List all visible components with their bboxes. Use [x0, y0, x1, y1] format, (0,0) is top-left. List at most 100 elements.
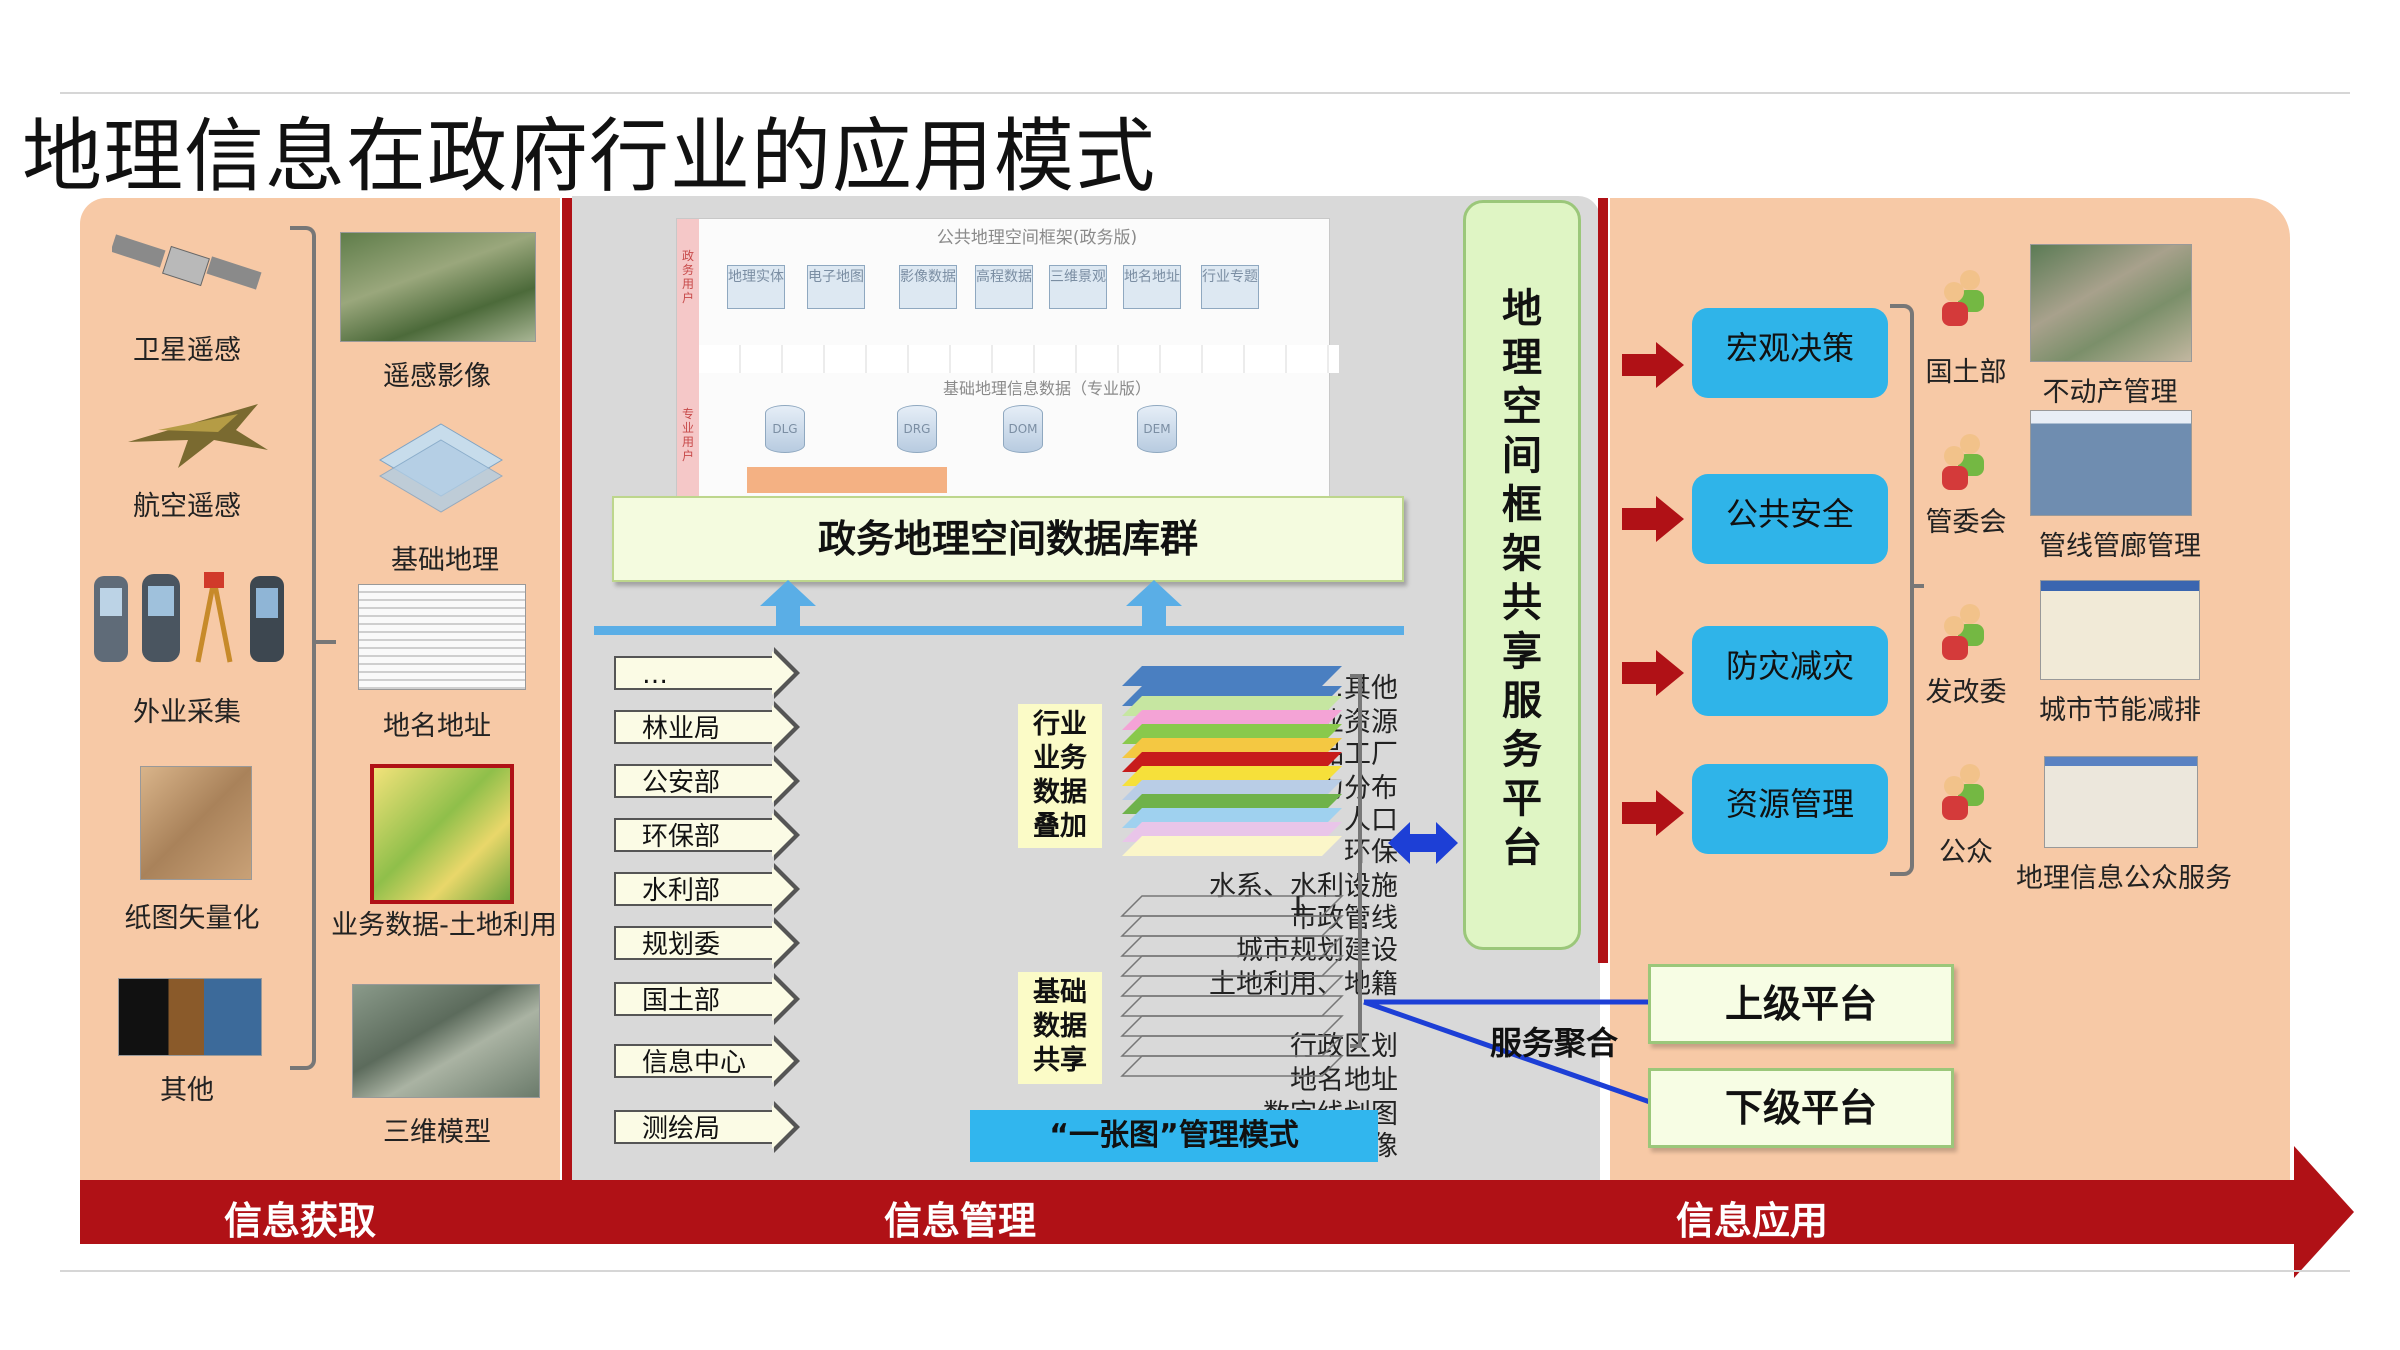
product-label-address: 地名地址: [383, 711, 491, 742]
framework-side-bottom: 专业用户: [681, 407, 694, 463]
source-label-satellite: 卫星遥感: [133, 335, 241, 366]
brace-tick: [312, 640, 336, 644]
brace-services: [1890, 304, 1914, 876]
red-arrow-icon: [1622, 342, 1684, 388]
brace-sources: [290, 226, 316, 1070]
base-geo-layers-icon: [379, 423, 503, 513]
up-arrow-icon: [760, 580, 816, 630]
aggregation-label: 服务聚合: [1490, 1024, 1619, 1062]
product-label-3d: 三维模型: [383, 1117, 491, 1148]
framework-item: 影像数据: [899, 265, 957, 309]
department-item[interactable]: 测绘局: [614, 1110, 774, 1144]
app-label: 管线管廊管理: [2039, 531, 2201, 562]
framework-subtitle: 基础地理信息数据（专业版）: [942, 379, 1151, 398]
user-label: 发改委: [1925, 677, 2007, 708]
layer-label: 市政管线: [1290, 903, 1398, 934]
realty-app-thumb: [2030, 244, 2192, 362]
user-label: 管委会: [1925, 507, 2007, 538]
address-table-thumb: [358, 584, 526, 690]
shared-service-platform: 地理空间框架共享服务平台: [1463, 200, 1581, 950]
service-disaster-reduction[interactable]: 防灾减灾: [1692, 626, 1888, 716]
layer-label: 水系、水利设施: [1209, 871, 1398, 902]
divider-left: [562, 198, 572, 1183]
other-source-icon: [118, 978, 262, 1056]
department-item[interactable]: 国土部: [614, 982, 774, 1016]
red-arrow-icon: [1622, 496, 1684, 542]
department-arrow: [772, 701, 800, 753]
framework-item: 地理实体: [727, 265, 785, 309]
framework-item: 三维景观: [1049, 265, 1107, 309]
one-map-mode: “一张图”管理模式: [970, 1110, 1378, 1162]
industry-overlay-tag: 行业业务数据叠加: [1018, 704, 1102, 848]
bottom-rule: [60, 1270, 2350, 1272]
framework-item: 行业专题: [1201, 265, 1259, 309]
database-title: 政务地理空间数据库群: [612, 496, 1404, 582]
aggregation-lines: [1363, 999, 1651, 1105]
shared-service-platform-text: 地理空间框架共享服务平台: [1502, 286, 1542, 871]
pipeline-app-thumb: [2030, 410, 2192, 516]
collector-line: [594, 626, 1404, 635]
product-label-remote: 遥感影像: [383, 361, 491, 392]
product-label-land: 业务数据-土地利用: [331, 910, 557, 941]
3d-model-thumb: [352, 984, 540, 1098]
public-service-app-thumb: [2044, 756, 2198, 848]
service-resource-management[interactable]: 资源管理: [1692, 764, 1888, 854]
red-arrow-icon: [1622, 790, 1684, 836]
department-arrow: [772, 1035, 800, 1087]
department-item[interactable]: 信息中心: [614, 1044, 774, 1078]
stage-application: 信息应用: [1676, 1199, 1829, 1243]
user-label: 公众: [1939, 837, 1993, 868]
department-item[interactable]: 林业局: [614, 710, 774, 744]
field-devices-icon: [94, 572, 284, 663]
product-label-base: 基础地理: [391, 545, 499, 576]
department-item[interactable]: 水利部: [614, 872, 774, 906]
department-item[interactable]: 公安部: [614, 764, 774, 798]
lower-platform[interactable]: 下级平台: [1648, 1068, 1954, 1148]
app-label: 地理信息公众服务: [2016, 863, 2232, 894]
stage-band: [80, 1180, 2296, 1244]
energy-app-thumb: [2040, 580, 2200, 680]
department-arrow: [772, 647, 800, 699]
source-label-aircraft: 航空遥感: [133, 491, 241, 522]
brace-tick: [1910, 584, 1924, 588]
user-group-icon: [1942, 434, 1984, 490]
framework-diagram: 政务用户 专业用户 公共地理空间框架(政务版) 地理实体 电子地图 影像数据 高…: [676, 218, 1339, 502]
framework-item: 高程数据: [975, 265, 1033, 309]
department-item[interactable]: …: [614, 656, 774, 690]
department-arrow: [772, 917, 800, 969]
framework-item: 电子地图: [807, 265, 865, 309]
service-macro-decision[interactable]: 宏观决策: [1692, 308, 1888, 398]
framework-item: 地名地址: [1123, 265, 1181, 309]
app-label: 城市节能减排: [2039, 695, 2201, 726]
department-arrow: [772, 1101, 800, 1153]
base-share-tag: 基础数据共享: [1018, 972, 1102, 1084]
upper-platform[interactable]: 上级平台: [1648, 964, 1954, 1044]
framework-title: 公共地理空间框架(政务版): [936, 228, 1138, 248]
divider-right: [1598, 198, 1608, 963]
satellite-icon: [112, 234, 262, 290]
top-rule: [60, 92, 2350, 94]
paper-map-icon: [140, 766, 252, 880]
user-group-icon: [1942, 604, 1984, 660]
layer-label: 城市规划建设: [1236, 935, 1398, 966]
department-item[interactable]: 环保部: [614, 818, 774, 852]
layer-stack-graphic: [1120, 666, 1362, 1077]
industry-overlay-tag-text: 行业业务数据叠加: [1033, 709, 1087, 842]
stage-acquisition: 信息获取: [224, 1199, 377, 1243]
double-arrow-icon: [1388, 822, 1458, 864]
framework-orange-bar: [747, 467, 947, 493]
source-label-other: 其他: [160, 1075, 214, 1106]
red-arrow-icon: [1622, 650, 1684, 696]
department-item[interactable]: 规划委: [614, 926, 774, 960]
app-label: 不动产管理: [2042, 377, 2178, 408]
layer-label: 土地利用、地籍: [1209, 969, 1398, 1000]
framework-side-strip: [677, 219, 699, 501]
cylinder-dem: DEM: [1137, 405, 1177, 453]
source-label-field: 外业采集: [133, 697, 241, 728]
service-public-safety[interactable]: 公共安全: [1692, 474, 1888, 564]
cylinder-drg: DRG: [897, 405, 937, 453]
department-arrow: [772, 755, 800, 807]
cylinder-dom: DOM: [1003, 405, 1043, 453]
up-arrow-icon: [1126, 580, 1182, 630]
stage-management: 信息管理: [884, 1199, 1037, 1243]
